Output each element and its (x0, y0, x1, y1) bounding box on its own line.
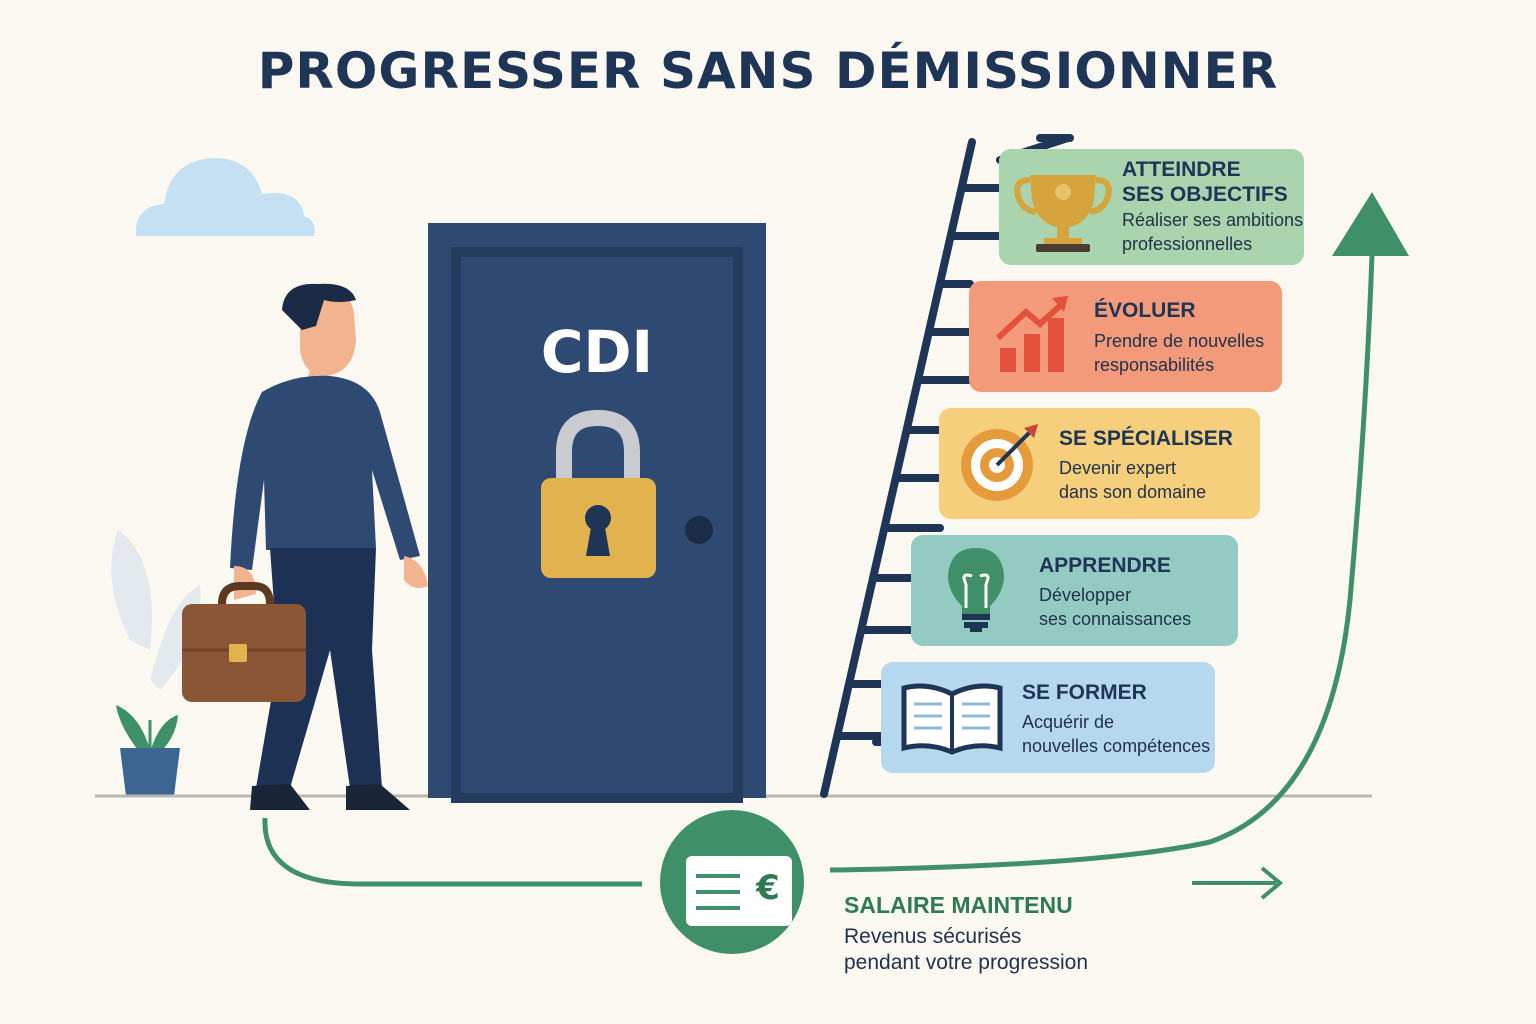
step-title: ÉVOLUER (1094, 299, 1196, 322)
step-title: ATTEINDRE SES OBJECTIFS (1122, 158, 1288, 206)
step-card-specialiser: SE SPÉCIALISER Devenir expert dans son d… (939, 408, 1260, 519)
arrow-up-icon (1332, 192, 1409, 256)
step-card-bg-2 (969, 281, 1282, 392)
book-icon (901, 683, 1003, 755)
step-title: SE SPÉCIALISER (1059, 427, 1233, 450)
step-description: Réaliser ses ambitions professionnelles (1122, 210, 1304, 254)
growth-chart-icon (995, 296, 1068, 372)
progress-path (262, 192, 1409, 900)
salary-badge (660, 810, 804, 954)
padlock-icon (541, 409, 656, 578)
step-card-evoluer: ÉVOLUER Prendre de nouvelles responsabil… (969, 281, 1282, 392)
step-card-apprendre: APPRENDRE Développer ses connaissances (911, 535, 1238, 646)
step-description: Devenir expert dans son domaine (1059, 458, 1207, 502)
step-title: APPRENDRE (1039, 554, 1171, 577)
target-icon (961, 424, 1038, 501)
step-description: Développer ses connaissances (1039, 585, 1192, 629)
euro-icon: € (756, 868, 780, 908)
step-description: Prendre de nouvelles responsabilités (1094, 331, 1265, 375)
step-title: SE FORMER (1022, 681, 1147, 704)
step-card-atteindre: ATTEINDRE SES OBJECTIFS Réaliser ses amb… (999, 149, 1304, 265)
trophy-icon (1014, 175, 1112, 252)
cdi-door (428, 223, 766, 803)
step-description: Acquérir de nouvelles compétences (1022, 712, 1211, 756)
ladder (820, 134, 1074, 798)
door-knob (685, 516, 713, 544)
salary-description: Revenus sécurisés pendant votre progress… (844, 925, 1088, 974)
person-figure (182, 283, 428, 810)
salary-title: SALAIRE MAINTENU (844, 892, 1073, 918)
cloud-icon (135, 158, 315, 236)
lightbulb-icon (948, 548, 1004, 632)
briefcase-icon (182, 582, 306, 702)
door-label: CDI (540, 318, 654, 386)
plant-icon (111, 530, 201, 796)
step-card-former: SE FORMER Acquérir de nouvelles compéten… (881, 662, 1215, 773)
page-title: PROGRESSER SANS DÉMISSIONNER (257, 42, 1279, 100)
